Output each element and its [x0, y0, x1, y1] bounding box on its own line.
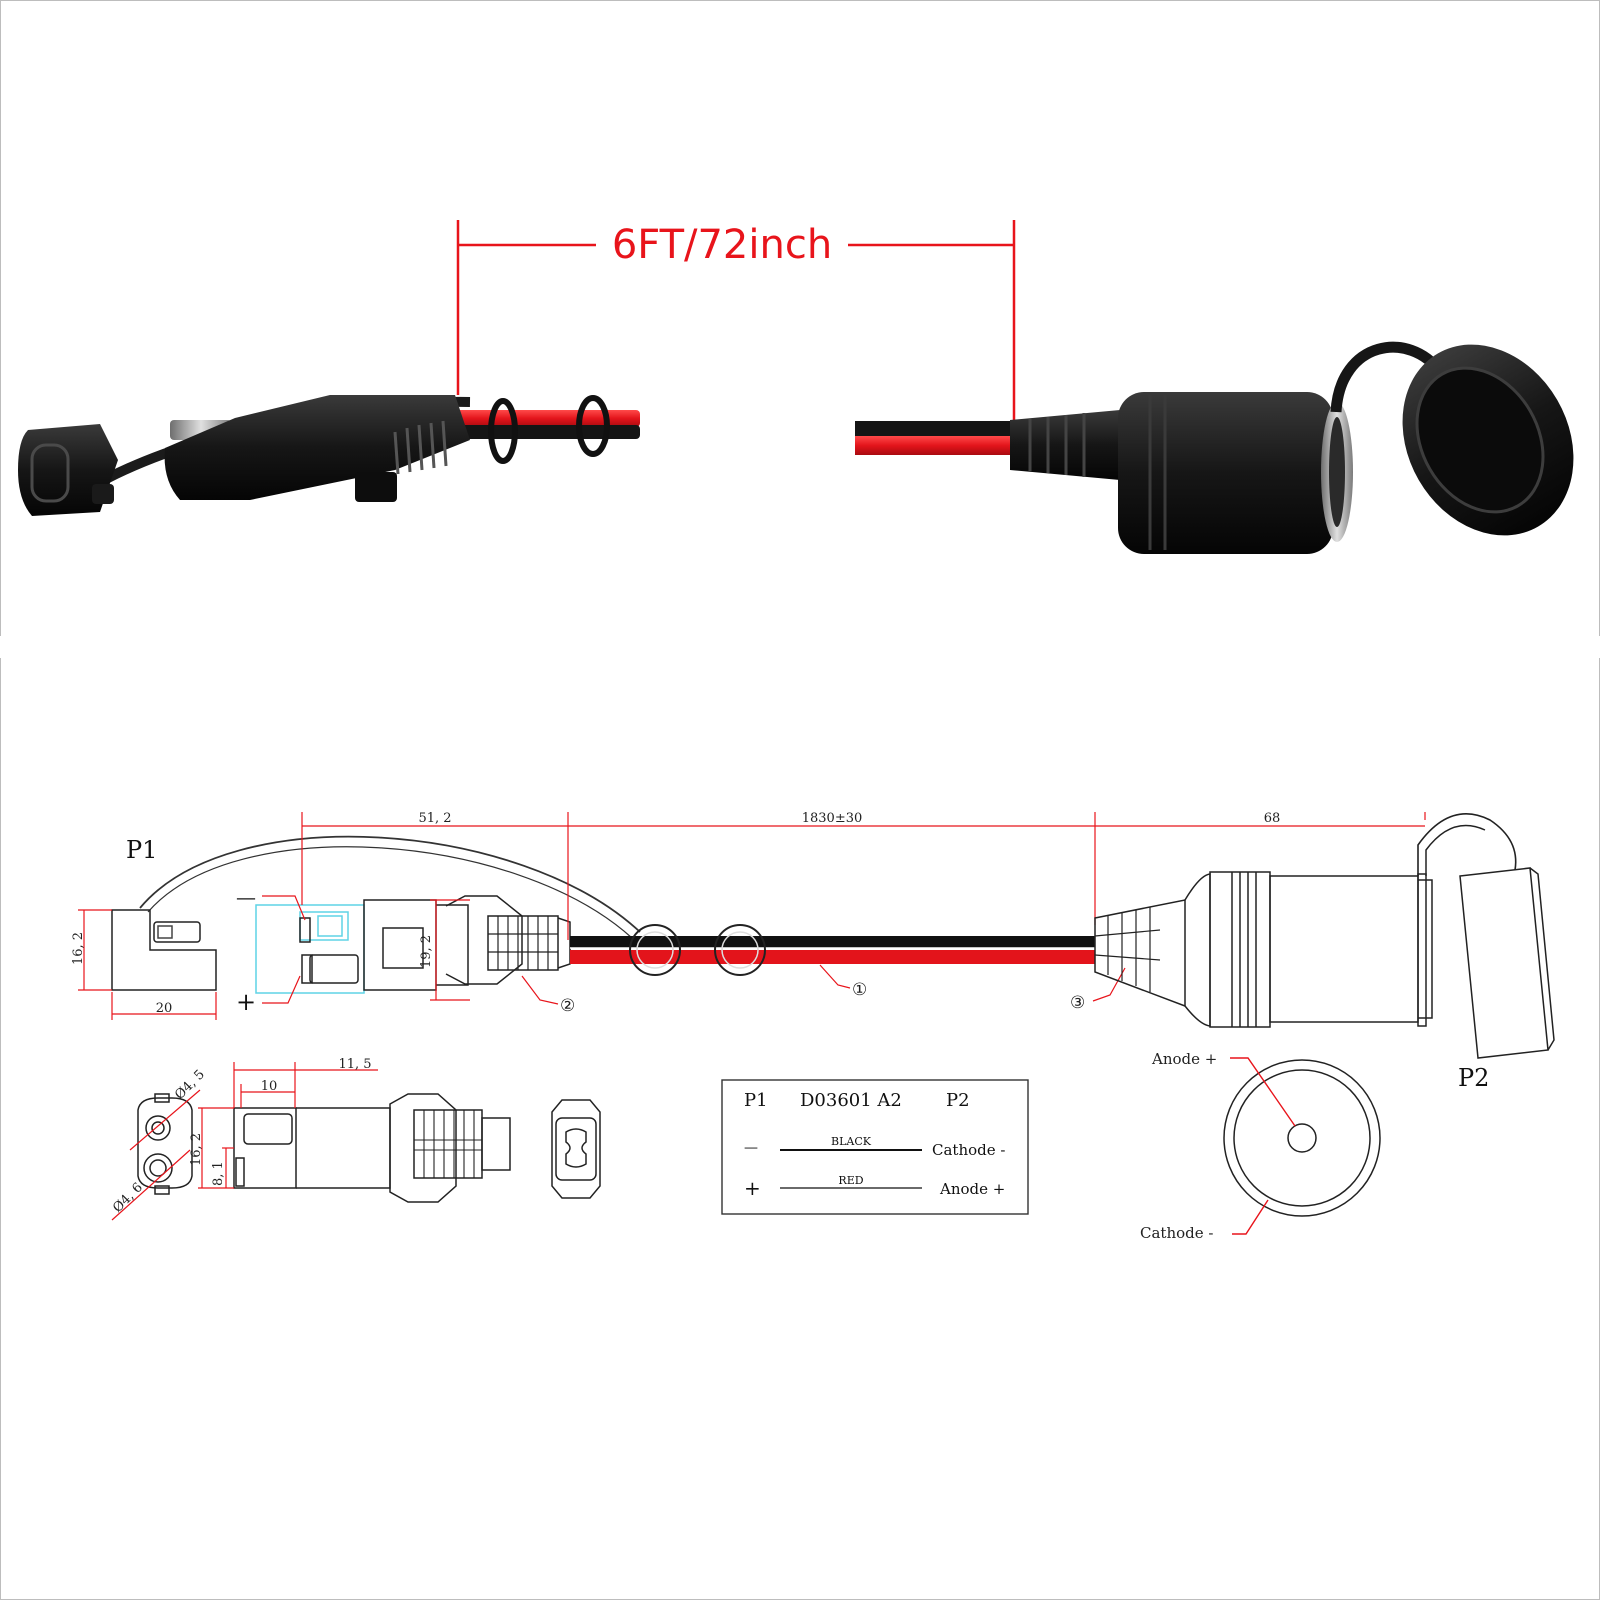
- legend-row1-wire: BLACK: [831, 1135, 872, 1148]
- socket-body: [1118, 392, 1333, 554]
- legend-row1-left: —: [744, 1140, 758, 1156]
- dim-plug-height-label: 19, 2: [419, 935, 434, 968]
- legend-row1-right: Cathode -: [932, 1141, 1005, 1159]
- dim-p1-height: [78, 909, 112, 991]
- dim-hole-bottom-label: Ø4, 6: [110, 1180, 146, 1216]
- legend-row2-wire: RED: [838, 1174, 863, 1187]
- socket-cathode-label: Cathode -: [1140, 1224, 1213, 1242]
- dim-side-half-label: 8, 1: [211, 1161, 226, 1186]
- side-view-dimensions: [198, 1062, 378, 1189]
- legend-header-p1: P1: [744, 1090, 768, 1111]
- polarity-minus: —: [236, 885, 256, 909]
- dim-plug-height: [430, 899, 470, 1001]
- legend-row2-left: +: [744, 1176, 761, 1200]
- callout-2: ②: [560, 996, 575, 1016]
- cigarette-socket-photo: [855, 341, 1574, 554]
- p1-dust-cap: [111, 909, 217, 991]
- length-label: 6FT/72inch: [612, 222, 832, 268]
- cigarette-socket-drawing: [1094, 813, 1555, 1059]
- cap-tether-outline: [139, 835, 641, 933]
- legend-row2-right: Anode +: [939, 1180, 1005, 1198]
- p1-side-view: [233, 1093, 511, 1203]
- red-cable: [440, 410, 640, 427]
- socket-face-view: [1223, 1057, 1381, 1235]
- socket-anode-label: Anode +: [1151, 1050, 1217, 1068]
- dim-p1-width: [111, 992, 217, 1020]
- cable-drawing: [570, 936, 1095, 964]
- dim-cable-length-label: 1830±30: [802, 811, 863, 826]
- p2-label: P2: [1458, 1064, 1489, 1092]
- legend-header-p2: P2: [946, 1090, 970, 1111]
- cable-tie-loop: [576, 395, 610, 457]
- callout-1: ①: [852, 980, 867, 1000]
- photo-section: 6FT/72inch: [18, 220, 1574, 554]
- sae-plug-drawing: [255, 895, 571, 994]
- sae-latch-tab: [355, 472, 397, 502]
- red-cable: [855, 436, 1020, 455]
- callout-3: ③: [1070, 993, 1085, 1013]
- length-dimension: 6FT/72inch: [456, 220, 1016, 428]
- legend-part-number: D03601 A2: [800, 1090, 902, 1111]
- engineering-drawing: P1 16, 2 20: [71, 811, 1555, 1242]
- dim-side-length-label: 11, 5: [338, 1057, 371, 1072]
- black-cable: [440, 425, 640, 439]
- wiring-legend: P1 D03601 A2 P2 — BLACK Cathode - + RED …: [721, 1079, 1029, 1215]
- polarity-plus: +: [236, 988, 256, 1016]
- dim-socket-length-label: 68: [1264, 811, 1281, 826]
- cap-tether: [1330, 341, 1445, 413]
- dim-hole-top-label: Ø4, 5: [172, 1067, 208, 1103]
- p1-top-view: [137, 1093, 193, 1195]
- dim-side-pin-label: 10: [261, 1079, 278, 1094]
- black-cable: [855, 421, 1020, 438]
- cable-tie-loop: [488, 398, 518, 464]
- sae-connector-photo: [18, 395, 640, 516]
- strain-relief-ribs: [393, 420, 448, 475]
- dim-p1-height-label: 16, 2: [71, 932, 86, 965]
- dim-side-height-label: 16, 2: [189, 1133, 204, 1166]
- top-dimensions: [301, 812, 1426, 940]
- dim-p1-width-label: 20: [156, 1001, 173, 1016]
- p1-end-view: [551, 1099, 601, 1199]
- sae-plug-body: [164, 395, 471, 500]
- p1-label: P1: [126, 836, 157, 864]
- dim-sae-length-label: 51, 2: [418, 811, 451, 826]
